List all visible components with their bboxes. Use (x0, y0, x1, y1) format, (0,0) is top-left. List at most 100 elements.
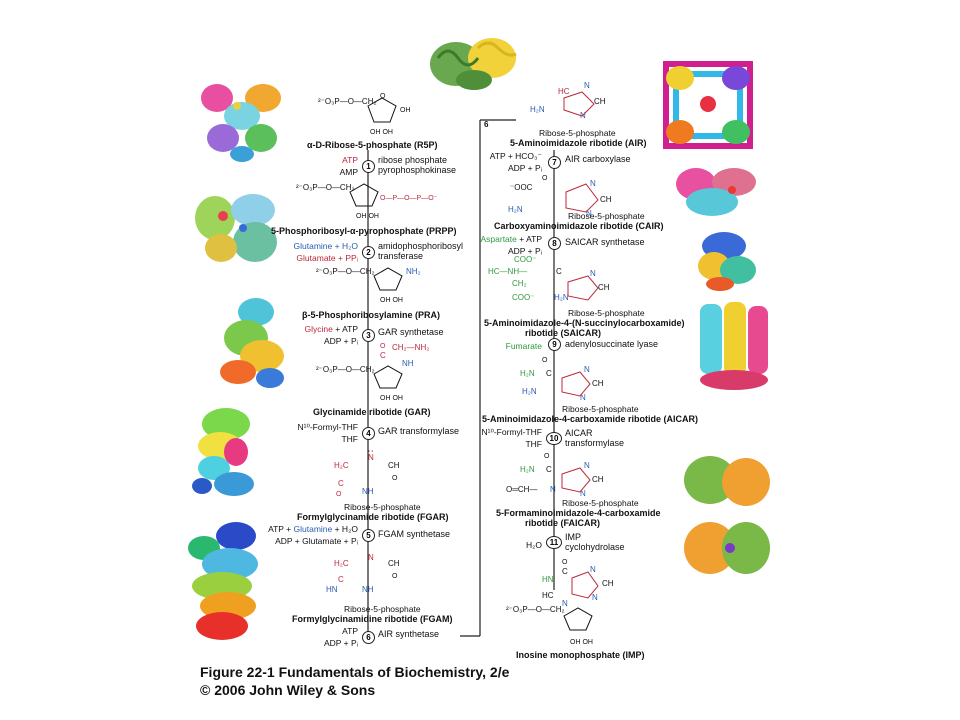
svg-text:OH: OH (400, 107, 411, 114)
compound-name-r5p: α-D-Ribose-5-phosphate (R5P) (307, 140, 438, 150)
compound-name-saicar-l1: 5-Aminoimidazole-4-(N-succinylocarboxami… (484, 318, 685, 328)
svg-text:N: N (580, 393, 586, 402)
svg-text:HN: HN (326, 585, 338, 594)
svg-text:C: C (338, 479, 344, 488)
svg-text:²⁻O₃P—O—CH₂: ²⁻O₃P—O—CH₂ (316, 365, 375, 374)
step1-input: ATP (342, 155, 358, 165)
protein-structure-air-carboxylase (676, 168, 756, 216)
svg-text:O═CH—: O═CH— (506, 485, 537, 494)
right-pathway-arrow (553, 150, 555, 590)
faicar-ribose-label: Ribose-5-phosphate (562, 498, 639, 508)
svg-text:O: O (542, 357, 548, 364)
step9-input: Fumarate (505, 341, 542, 351)
step3-input: Glycine + ATP (304, 324, 358, 334)
protein-structure-aicar-transformylase (684, 456, 770, 574)
svg-text:CH: CH (594, 97, 606, 106)
pathway-connector-line (460, 119, 516, 637)
step10-input: N¹⁰-Formyl-THF (481, 427, 542, 437)
protein-structure-gar-transformylase (192, 408, 254, 496)
svg-text:OH OH: OH OH (570, 639, 593, 646)
svg-text:OH OH: OH OH (380, 297, 403, 304)
svg-text:N: N (562, 599, 568, 608)
svg-text:²⁻O₃P—O—CH₂: ²⁻O₃P—O—CH₂ (296, 183, 355, 192)
svg-text:HN: HN (542, 575, 554, 584)
step7-number: 7 (548, 156, 561, 169)
compound-name-gar: Glycinamide ribotide (GAR) (313, 407, 431, 417)
step5-enzyme: FGAM synthetase (378, 529, 451, 539)
svg-text:OH OH: OH OH (356, 213, 379, 220)
saicar-structure: COO⁻ HC—NH— C CH₂ COO⁻ N CH H₂N (488, 255, 610, 302)
svg-text:H₂C: H₂C (334, 461, 349, 470)
step8-enzyme: SAICAR synthetase (565, 237, 645, 247)
step7-enzyme: AIR carboxylase (565, 154, 631, 164)
protein-structure-adenylosuccinate-lyase (700, 302, 768, 390)
compound-name-fgam: Formylglycinamidine ribotide (FGAM) (292, 614, 453, 624)
aicar-ribose-label: Ribose-5-phosphate (562, 404, 639, 414)
svg-text:O: O (392, 573, 398, 580)
svg-text:CH: CH (602, 579, 614, 588)
compound-name-prpp: 5-Phosphoribosyl-α-pyrophosphate (PRPP) (271, 226, 457, 236)
svg-text:C: C (546, 465, 552, 474)
svg-text:O: O (544, 453, 550, 460)
compound-name-fgar: Formylglycinamide ribotide (FGAR) (297, 512, 449, 522)
step2-output: Glutamate + PPᵢ (296, 253, 358, 263)
svg-text:N: N (550, 485, 556, 494)
compound-name-faicar-l2: ribotide (FAICAR) (525, 518, 600, 528)
step5-input: ATP + Glutamine + H₂O (268, 524, 358, 534)
svg-text:²⁻O₃P—O—CH₂: ²⁻O₃P—O—CH₂ (506, 605, 565, 614)
step5-number: 5 (362, 529, 375, 542)
step7-input: ATP + HCO₃⁻ (489, 151, 542, 161)
step3-output: ADP + Pᵢ (323, 336, 358, 346)
step10-number: 10 (546, 432, 562, 445)
svg-text:NH₂: NH₂ (406, 267, 421, 276)
svg-text:O: O (562, 559, 568, 566)
svg-text:CH: CH (592, 379, 604, 388)
svg-text:N: N (584, 461, 590, 470)
aicar-structure: O H₂N C N CH H₂N N (520, 357, 604, 402)
compound-name-air: 5-Aminoimidazole ribotide (AIR) (510, 138, 647, 148)
step2-number: 2 (362, 246, 375, 259)
step11-input: H₂O (525, 540, 542, 550)
svg-text:OH OH: OH OH (380, 395, 403, 402)
step7-output: ADP + Pᵢ (507, 163, 542, 173)
svg-text:CH: CH (598, 283, 610, 292)
air-structure: HC N CH H₂N N (530, 82, 606, 120)
svg-text:N: N (584, 365, 590, 374)
svg-text:N: N (368, 553, 374, 562)
svg-text:CH₂: CH₂ (512, 279, 527, 288)
svg-text:H₂N: H₂N (520, 369, 535, 378)
svg-text:C: C (556, 267, 562, 276)
svg-text:O: O (380, 343, 386, 350)
step4-enzyme: GAR transformylase (378, 426, 460, 436)
svg-text:O: O (336, 491, 342, 498)
protein-structure-air-synthetase-cube (663, 61, 753, 149)
svg-text:C: C (380, 351, 386, 360)
fgam-ribose-label: Ribose-5-phosphate (344, 604, 421, 614)
svg-text:O—P—O—P—O⁻: O—P—O—P—O⁻ (380, 195, 438, 202)
figure-copyright: © 2006 John Wiley & Sons (200, 682, 376, 698)
svg-text:O: O (392, 475, 398, 482)
fgar-structure: H₂C N H CH O C O NH (334, 450, 400, 498)
svg-text:CH: CH (600, 195, 612, 204)
svg-text:H₂N: H₂N (530, 105, 545, 114)
svg-text:C: C (546, 369, 552, 378)
air-ribose-label: Ribose-5-phosphate (539, 128, 616, 138)
svg-text:HC: HC (542, 591, 554, 600)
step5-output: ADP + Glutamate + Pᵢ (275, 536, 358, 546)
step8-input: Aspartate + ATP (480, 234, 542, 244)
faicar-structure: O H₂N C N CH O═CH— N N (506, 453, 604, 498)
svg-text:N: N (586, 209, 592, 218)
protein-structure-gar-synthetase (220, 298, 284, 388)
step8-output: ADP + Pᵢ (507, 246, 542, 256)
svg-text:HC: HC (558, 87, 570, 96)
imp-structure: O C HN N CH HC N N ²⁻O₃P—O—CH₂ OH OH (506, 559, 614, 646)
step6-number: 6 (362, 631, 375, 644)
step4-number: 4 (362, 427, 375, 440)
svg-text:CH: CH (592, 475, 604, 484)
pra-structure: ²⁻O₃P—O—CH₂ NH₂ OH OH (316, 267, 421, 304)
protein-structure-amidophosphoribosyl-transferase (195, 194, 277, 262)
